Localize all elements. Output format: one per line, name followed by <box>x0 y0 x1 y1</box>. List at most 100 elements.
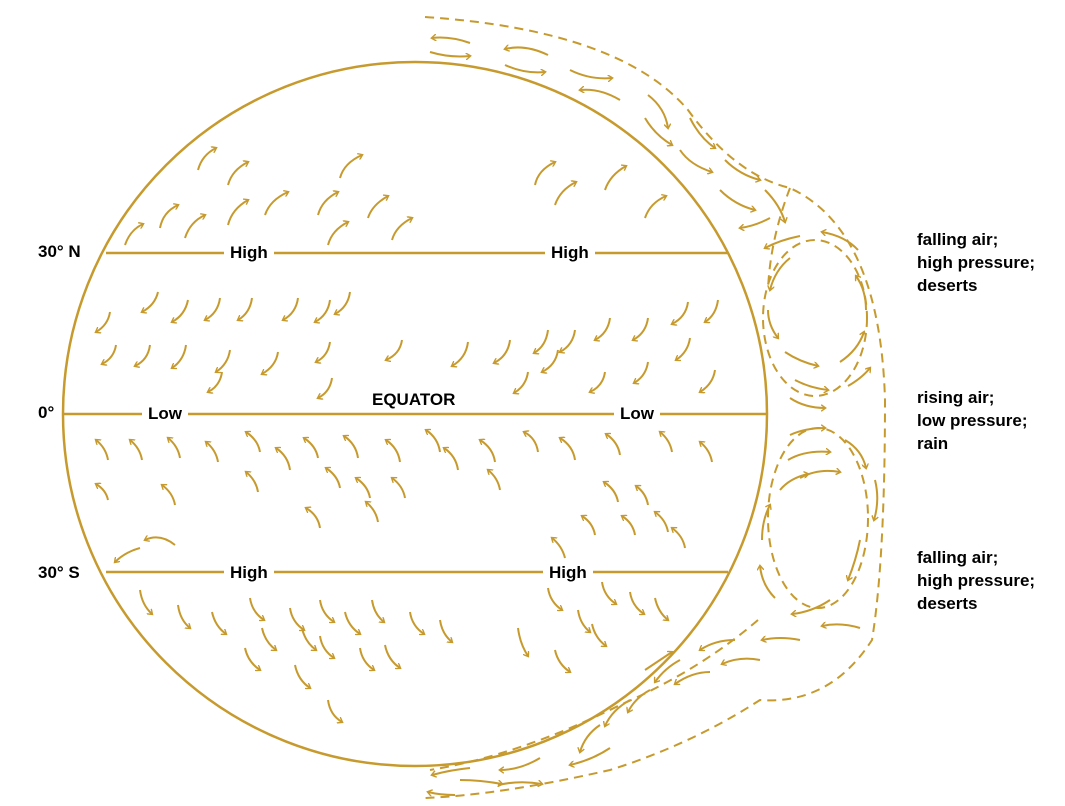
wind-arrow <box>560 329 576 352</box>
wind-arrow <box>789 428 825 436</box>
wind-arrow <box>177 604 190 628</box>
wind-arrow <box>654 597 668 620</box>
wind-arrow <box>130 440 143 461</box>
wind-arrow <box>792 599 831 614</box>
wind-arrow <box>359 647 374 670</box>
wind-arrow <box>391 218 412 241</box>
wind-arrow <box>724 159 760 180</box>
wind-arrow <box>294 664 310 688</box>
wind-arrow <box>339 155 362 179</box>
wind-arrow <box>784 351 818 366</box>
wind-arrow <box>761 505 770 541</box>
wind-arrow <box>636 486 649 506</box>
annotation-north-line-3: deserts <box>917 276 978 295</box>
wind-arrow <box>356 478 371 499</box>
wind-arrow <box>560 438 576 461</box>
wind-arrow <box>655 659 681 682</box>
wind-arrow <box>386 440 401 463</box>
wind-arrow <box>244 647 260 670</box>
cell-arrows-north <box>768 232 870 408</box>
pressure-label-high-south-right: High <box>543 561 593 584</box>
upper-atmosphere-arrows-south <box>428 624 861 795</box>
annotation-north: falling air; high pressure; deserts <box>917 228 1035 297</box>
wind-arrow <box>432 767 471 775</box>
wind-arrow <box>238 297 253 320</box>
wind-arrow <box>96 440 109 461</box>
pressure-label-high-north-right: High <box>545 241 595 264</box>
wind-arrow <box>700 442 713 463</box>
wind-arrow <box>554 182 576 206</box>
wind-arrow <box>318 377 333 398</box>
wind-arrow <box>159 205 178 229</box>
circulation-cell-equator-south <box>767 427 869 609</box>
wind-arrow <box>764 189 785 222</box>
wind-arrow <box>762 638 801 640</box>
wind-arrow <box>216 349 231 372</box>
wind-arrow <box>452 341 469 366</box>
wind-arrow <box>534 162 555 186</box>
wind-arrow <box>429 51 470 57</box>
wind-arrow <box>249 597 264 620</box>
wind-arrow <box>655 512 669 533</box>
wind-arrow <box>426 430 441 453</box>
wind-arrow <box>601 581 616 604</box>
wind-arrow <box>722 657 761 664</box>
wind-arrow <box>392 478 406 499</box>
wind-arrow <box>162 485 176 506</box>
wind-arrow <box>262 351 279 374</box>
wind-arrow <box>856 276 867 311</box>
wind-arrow <box>847 368 870 387</box>
annotation-south-line-3: deserts <box>917 594 978 613</box>
wind-arrow <box>628 689 651 712</box>
wind-arrow <box>102 344 117 364</box>
wind-arrow <box>789 397 825 408</box>
wind-arrow <box>197 148 216 171</box>
wind-arrow <box>494 339 511 363</box>
wind-arrow <box>765 235 801 248</box>
wind-arrow <box>844 439 866 468</box>
wind-arrow <box>306 508 321 529</box>
wind-arrow <box>547 587 562 610</box>
wind-arrow <box>384 644 400 668</box>
wind-arrow <box>386 339 403 360</box>
wind-arrow <box>542 349 559 372</box>
wind-arrow <box>289 607 304 630</box>
wind-arrow <box>184 215 205 239</box>
wind-arrow <box>705 299 719 322</box>
wind-arrow <box>327 699 342 722</box>
wind-arrow <box>135 344 151 366</box>
wind-arrow <box>139 589 152 614</box>
wind-arrow <box>211 611 226 634</box>
wind-arrow <box>822 232 859 251</box>
wind-arrow <box>514 371 529 393</box>
wind-arrow <box>634 361 649 383</box>
wind-arrow <box>264 192 288 216</box>
wind-arrow <box>206 442 219 463</box>
wind-arrow <box>633 317 649 340</box>
annotation-equator-line-3: rain <box>917 434 949 453</box>
wind-arrow <box>371 599 384 622</box>
wind-arrow <box>409 611 424 634</box>
wind-arrow <box>246 432 261 453</box>
wind-arrow <box>605 699 631 726</box>
wind-arrow <box>301 627 316 650</box>
wind-arrow <box>439 619 452 642</box>
wind-arrow <box>590 371 606 392</box>
pressure-label-low-equator-right: Low <box>614 402 660 425</box>
annotation-equator-line-1: rising air; <box>917 388 995 407</box>
circulation-cell-north <box>762 239 868 397</box>
wind-arrow <box>517 627 528 656</box>
pressure-label-high-north-left: High <box>224 241 274 264</box>
wind-arrow <box>246 472 259 493</box>
wind-arrow <box>283 297 299 320</box>
wind-arrow <box>145 537 176 546</box>
wind-arrow <box>604 482 619 503</box>
wind-arrow <box>459 779 502 784</box>
wind-arrow <box>304 438 319 459</box>
wind-arrow <box>96 311 111 332</box>
wind-arrow <box>319 599 334 622</box>
wind-arrow <box>344 611 360 634</box>
upper-atmosphere-arrows-north <box>429 38 801 248</box>
wind-arrow <box>327 222 348 246</box>
wind-arrow <box>227 162 248 186</box>
